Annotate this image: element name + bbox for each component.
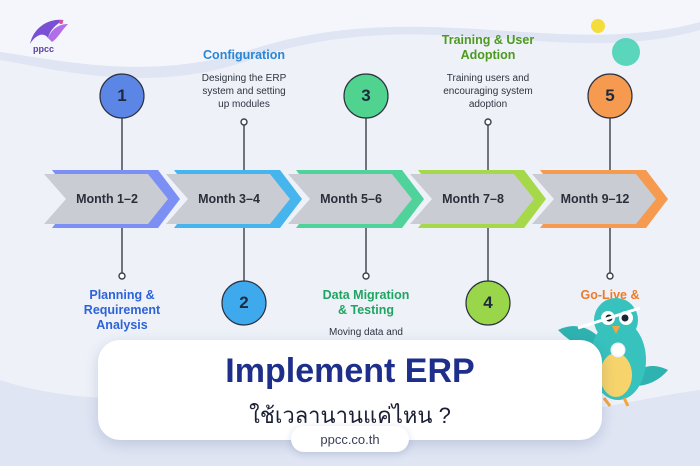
website-pill[interactable]: ppcc.co.th — [291, 426, 409, 452]
stage-circle — [465, 280, 511, 326]
stage-circle — [221, 280, 267, 326]
stage-circle — [343, 73, 389, 119]
month-label: Month 9–12 — [560, 192, 630, 206]
connector-dot — [484, 118, 492, 126]
ppcc-logo — [22, 14, 72, 58]
month-label: Month 5–6 — [320, 192, 382, 206]
stage-description: Training users and encouraging system ad… — [443, 73, 533, 110]
stage-number: 1 — [117, 86, 127, 105]
stage-description: Designing the ERP system and setting up … — [201, 73, 287, 110]
stage-description: Moving data and — [329, 327, 403, 338]
stage-number: 2 — [239, 293, 249, 312]
connector-dot — [118, 272, 126, 280]
bird-mascot — [558, 298, 668, 407]
month-label: Month 3–4 — [198, 192, 260, 206]
timeline-arrow — [166, 174, 290, 224]
stage-circle — [99, 73, 145, 119]
logo-text: ppcc — [33, 44, 55, 54]
stage-title: Configuration — [203, 48, 285, 62]
stage-number: 5 — [605, 86, 615, 105]
stage-title: Planning & Requirement Analysis — [83, 288, 161, 332]
timeline-arrow — [410, 174, 534, 224]
stage-circle — [587, 73, 633, 119]
headline-title: Implement ERP — [225, 352, 475, 390]
website-url: ppcc.co.th — [320, 432, 380, 447]
stage-title: Training & User Adoption — [441, 33, 535, 62]
timeline-arrow — [532, 174, 656, 224]
connector-dot — [606, 272, 614, 280]
month-label: Month 1–2 — [76, 192, 138, 206]
stage-title: Data Migration & Testing — [322, 288, 410, 317]
month-label: Month 7–8 — [442, 192, 504, 206]
headline-card: Implement ERP ใช้เวลานานแค่ไหน ? — [98, 340, 602, 440]
stage-number: 3 — [361, 86, 371, 105]
headline-subtitle: ใช้เวลานานแค่ไหน ? — [249, 403, 451, 428]
connector-dot — [240, 118, 248, 126]
timeline-arrow — [44, 174, 168, 224]
timeline-arrow — [288, 174, 412, 224]
stage-number: 4 — [483, 293, 493, 312]
bird-logo-icon — [30, 19, 68, 44]
connector-dot — [362, 272, 370, 280]
